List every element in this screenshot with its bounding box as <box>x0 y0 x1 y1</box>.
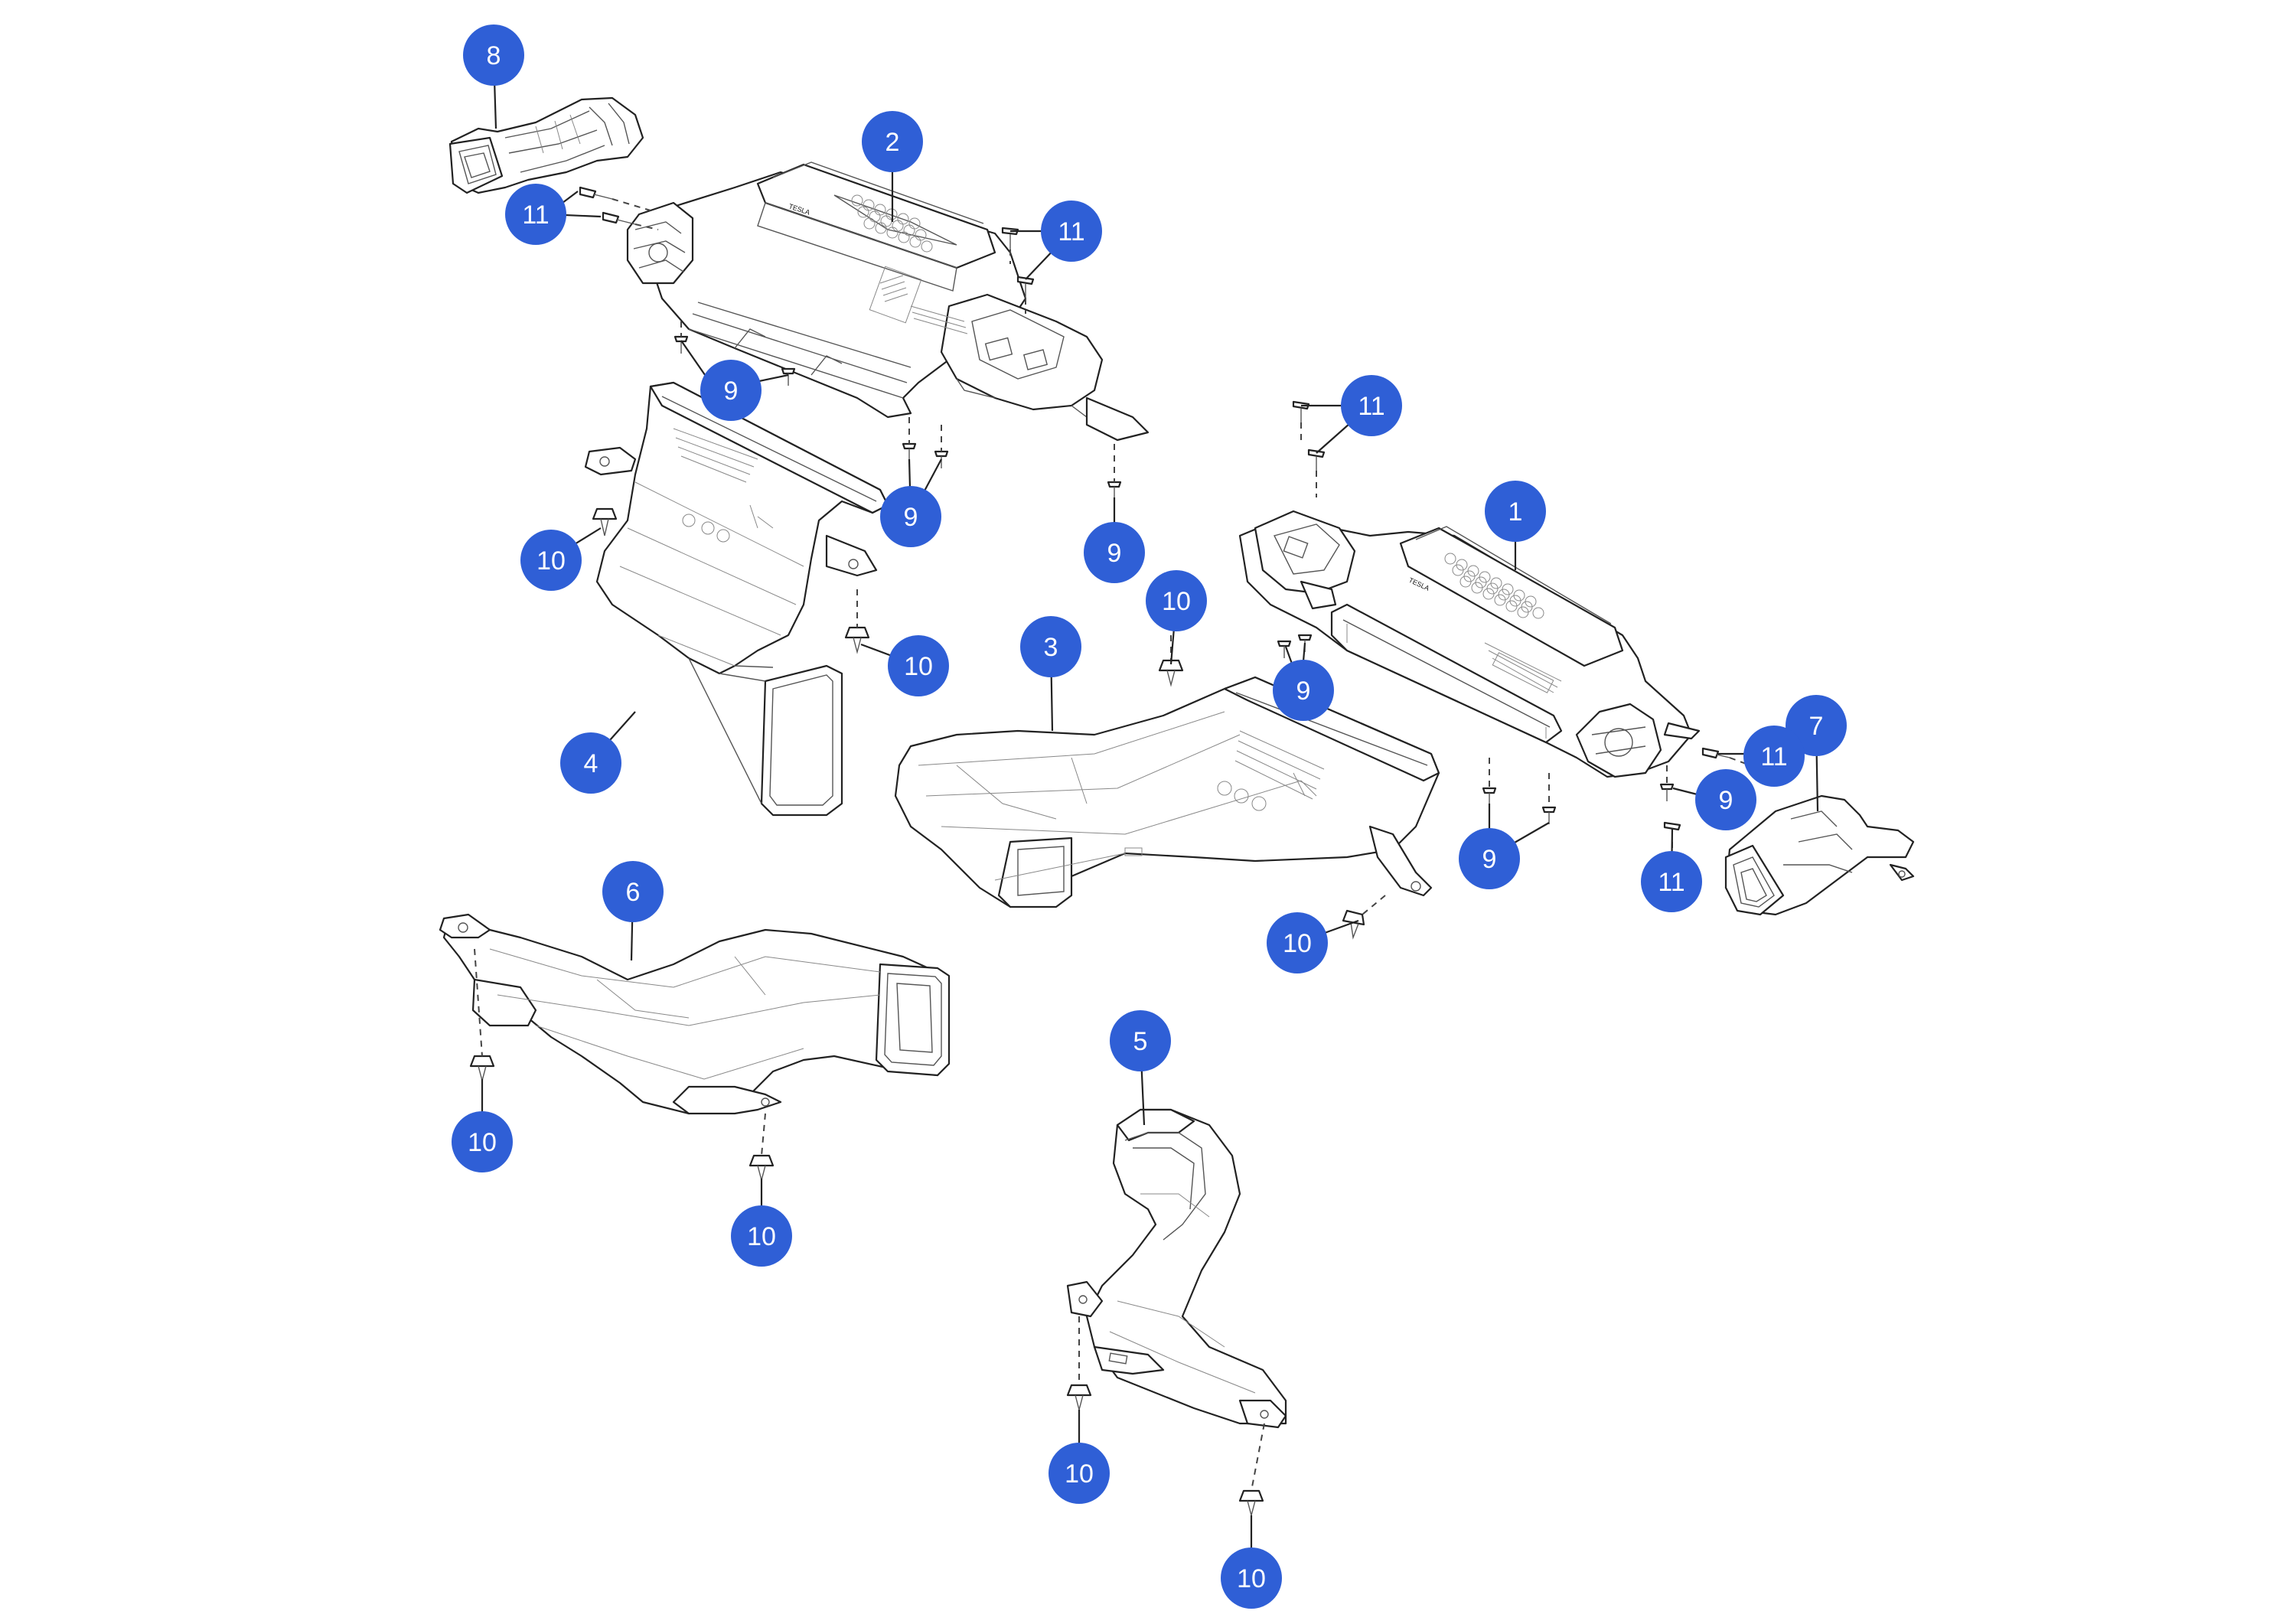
svg-text:11: 11 <box>1058 217 1084 246</box>
push-clip <box>1158 659 1184 687</box>
callout-6: 6 <box>602 861 664 922</box>
screw-fastener <box>1482 787 1497 805</box>
callout-2: 2 <box>862 111 923 172</box>
svg-text:9: 9 <box>1719 786 1733 815</box>
svg-text:11: 11 <box>1658 868 1684 897</box>
svg-text:6: 6 <box>626 878 641 907</box>
screw-fastener <box>1016 276 1035 298</box>
callout-11: 11 <box>505 184 566 245</box>
svg-text:4: 4 <box>584 749 598 778</box>
callout-10: 10 <box>1146 570 1207 631</box>
part-4-left-vertical-duct <box>584 381 889 817</box>
callout-4: 4 <box>560 732 621 794</box>
push-clip <box>748 1154 775 1182</box>
svg-text:10: 10 <box>1283 929 1312 958</box>
push-clip <box>1238 1489 1264 1518</box>
callout-10: 10 <box>888 635 949 696</box>
svg-text:11: 11 <box>1760 742 1787 771</box>
callout-10: 10 <box>452 1111 513 1172</box>
screw-fastener <box>579 186 613 200</box>
callout-10: 10 <box>520 530 582 591</box>
svg-text:7: 7 <box>1809 712 1824 741</box>
push-clip <box>844 626 870 654</box>
callout-9: 9 <box>1273 660 1334 721</box>
push-clip <box>592 507 618 536</box>
screw-fastener <box>934 450 949 468</box>
part-3-center-horizontal-duct <box>894 676 1440 908</box>
svg-text:8: 8 <box>487 41 501 70</box>
part-2-upper-vent-assembly: TESLA <box>626 161 1150 442</box>
part-7-right-vent-duct <box>1724 794 1915 916</box>
callout-11: 11 <box>1041 201 1102 262</box>
callout-11: 11 <box>1743 726 1805 787</box>
callout-9: 9 <box>1695 769 1756 830</box>
svg-text:10: 10 <box>468 1128 497 1157</box>
svg-text:10: 10 <box>1237 1564 1266 1593</box>
svg-text:9: 9 <box>904 503 918 532</box>
svg-text:2: 2 <box>885 128 900 157</box>
part-2-label-block <box>869 266 968 334</box>
callout-10: 10 <box>731 1205 792 1267</box>
callout-11: 11 <box>1341 375 1402 436</box>
screw-fastener <box>781 367 796 386</box>
callouts: 8 2 11 11 9 9 9 10 10 4 11 1 10 3 9 7 11… <box>452 24 1847 1609</box>
svg-text:10: 10 <box>747 1222 776 1251</box>
screw-fastener <box>1541 806 1557 824</box>
callout-11: 11 <box>1641 851 1702 912</box>
screw-fastener <box>1277 640 1292 658</box>
svg-text:10: 10 <box>536 546 566 576</box>
part-1-right-vent-assembly: TESLA <box>1238 510 1701 778</box>
part-4-label-block <box>673 428 758 543</box>
svg-text:1: 1 <box>1508 497 1523 527</box>
svg-text:11: 11 <box>1358 392 1384 421</box>
svg-text:9: 9 <box>1296 677 1311 706</box>
callout-10: 10 <box>1267 912 1328 973</box>
screw-fastener <box>1107 481 1122 499</box>
part-1-honeycomb-grille <box>1444 553 1544 619</box>
svg-text:3: 3 <box>1044 633 1058 662</box>
callout-9: 9 <box>1459 828 1520 889</box>
part-3-label-block <box>1217 730 1325 811</box>
screw-fastener <box>1297 634 1313 652</box>
fasteners <box>469 186 1730 1518</box>
screw-fastener <box>1659 783 1675 801</box>
callout-9: 9 <box>880 486 941 547</box>
push-clip <box>469 1055 495 1083</box>
part-5-lower-center-duct <box>1066 1108 1287 1429</box>
screw-fastener <box>602 211 636 225</box>
part-8-left-vent-duct <box>448 96 644 194</box>
callout-1: 1 <box>1485 481 1546 542</box>
svg-text:10: 10 <box>1065 1459 1094 1489</box>
screw-fastener <box>902 442 917 461</box>
callout-10: 10 <box>1221 1547 1282 1609</box>
callout-9: 9 <box>700 360 762 421</box>
svg-text:9: 9 <box>1107 539 1122 568</box>
screw-fastener <box>673 335 689 354</box>
screw-fastener <box>1701 747 1730 759</box>
callout-9: 9 <box>1084 522 1145 583</box>
part-6-lower-left-duct <box>439 913 951 1115</box>
callout-10: 10 <box>1049 1443 1110 1504</box>
push-clip <box>1066 1384 1092 1412</box>
push-clip <box>1342 909 1365 940</box>
callout-5: 5 <box>1110 1010 1171 1071</box>
callout-7: 7 <box>1786 695 1847 756</box>
svg-text:10: 10 <box>1162 587 1191 616</box>
svg-text:9: 9 <box>724 377 739 406</box>
svg-text:5: 5 <box>1133 1027 1148 1056</box>
svg-text:9: 9 <box>1482 845 1497 874</box>
screw-fastener <box>1307 448 1326 471</box>
callout-3: 3 <box>1020 616 1081 677</box>
callout-8: 8 <box>463 24 524 86</box>
svg-text:10: 10 <box>904 652 933 681</box>
svg-text:11: 11 <box>522 201 549 230</box>
